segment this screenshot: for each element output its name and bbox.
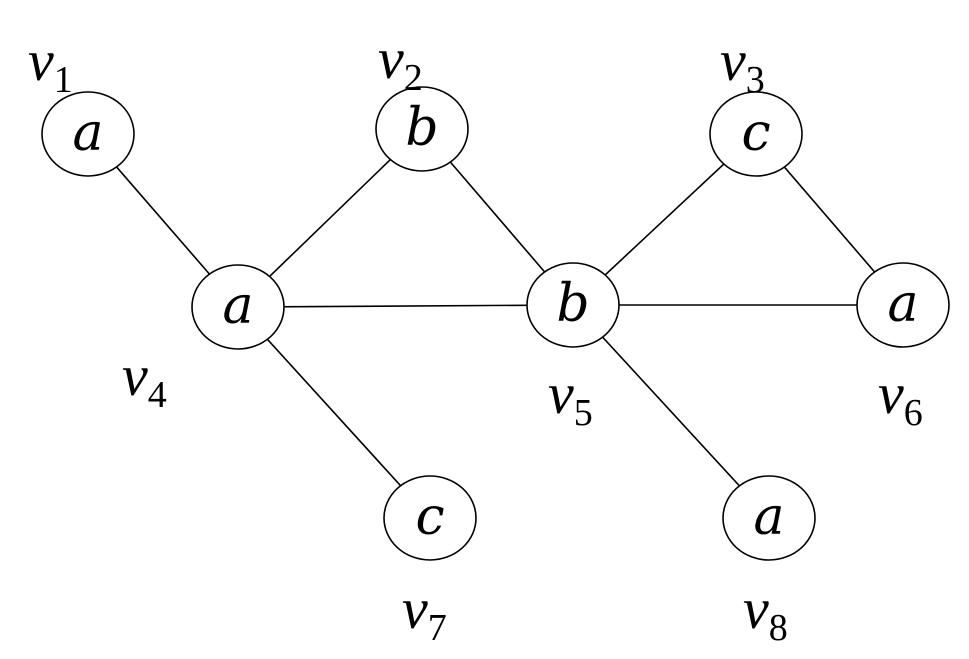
node-label-v4: a	[222, 276, 253, 336]
node-circle-v5	[526, 262, 620, 348]
vertex-name-subscript: 1	[54, 59, 73, 101]
edge-v5-v8	[572, 304, 770, 519]
node-label-v5: b	[556, 274, 589, 334]
vertex-name-v2: v2	[378, 26, 423, 99]
node-v3: c	[709, 91, 803, 177]
vertex-name-var: v	[548, 361, 574, 426]
vertex-name-v6: v6	[878, 361, 923, 434]
vertex-name-var: v	[878, 361, 904, 426]
edge-v4-v5	[237, 304, 574, 308]
vertex-name-subscript: 2	[404, 57, 423, 99]
node-label-v8: a	[753, 487, 784, 547]
vertex-name-v5: v5	[548, 361, 593, 434]
vertex-name-var: v	[743, 576, 769, 641]
vertex-name-var: v	[28, 28, 54, 93]
vertex-name-v8: v8	[743, 576, 788, 649]
node-label-v2: b	[405, 98, 438, 158]
node-circle-v2	[375, 86, 469, 172]
node-v4: a	[191, 264, 285, 350]
vertex-name-v4: v4	[122, 343, 167, 416]
vertex-name-v3: v3	[720, 28, 765, 101]
node-label-v1: a	[72, 103, 103, 163]
vertex-name-v1: v1	[28, 28, 73, 101]
vertex-name-var: v	[378, 26, 404, 91]
node-circle-v6	[856, 262, 950, 348]
node-label-v7: c	[415, 487, 444, 547]
node-label-v3: c	[741, 103, 770, 163]
vertex-name-var: v	[720, 28, 746, 93]
node-v5: b	[526, 262, 620, 348]
node-label-v6: a	[887, 274, 918, 334]
nodes: a b c a b a c a	[41, 86, 950, 561]
node-circle-v4	[191, 264, 285, 350]
node-v8: a	[722, 475, 816, 561]
vertex-name-subscript: 4	[148, 374, 167, 416]
node-v2: b	[375, 86, 469, 172]
vertex-name-v7: v7	[402, 576, 447, 649]
node-circle-v1	[41, 91, 135, 177]
node-v6: a	[856, 262, 950, 348]
node-circle-v8	[722, 475, 816, 561]
vertex-name-subscript: 5	[574, 392, 593, 434]
edge-v4-v7	[237, 306, 431, 519]
vertex-name-subscript: 3	[746, 59, 765, 101]
vertex-name-var: v	[402, 576, 428, 641]
vertex-name-subscript: 8	[769, 607, 788, 649]
node-circle-v3	[709, 91, 803, 177]
node-v1: a	[41, 91, 135, 177]
node-circle-v7	[383, 475, 477, 561]
vertex-name-var: v	[122, 343, 148, 408]
vertex-name-subscript: 6	[904, 392, 923, 434]
node-v7: c	[383, 475, 477, 561]
vertex-name-subscript: 7	[428, 607, 447, 649]
